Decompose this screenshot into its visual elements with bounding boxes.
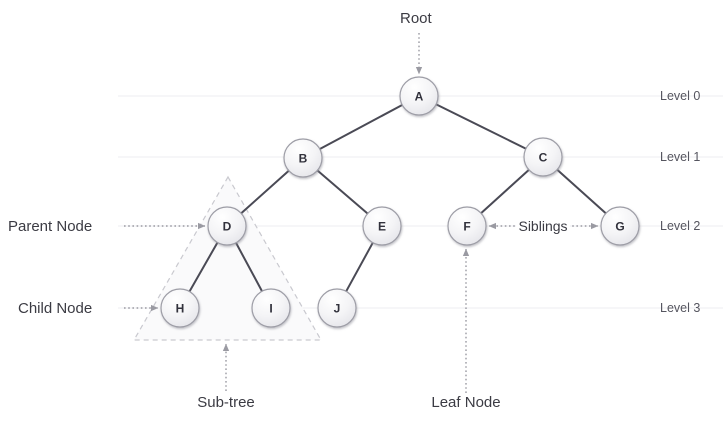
annotation-siblings: Siblings [518, 218, 567, 234]
tree-edge-D-I [234, 240, 264, 294]
annotation-parent-node: Parent Node [8, 218, 92, 235]
node-circle-I [251, 288, 291, 328]
tree-node-J[interactable]: J [317, 288, 357, 328]
node-circle-E [362, 206, 402, 246]
tree-nodes: A B C D E F G H I J [160, 76, 640, 328]
tree-edge-D-H [188, 240, 219, 294]
node-label-C: C [539, 151, 548, 165]
node-label-J: J [334, 302, 341, 316]
tree-edge-C-G [555, 168, 608, 215]
node-circle-H [160, 288, 200, 328]
level-label-0: Level 0 [660, 89, 700, 103]
level-label-1: Level 1 [660, 150, 700, 164]
tree-node-I[interactable]: I [251, 288, 291, 328]
node-label-F: F [463, 220, 470, 234]
node-label-E: E [378, 220, 386, 234]
tree-node-D[interactable]: D [207, 206, 247, 246]
node-label-D: D [223, 220, 232, 234]
siblings-label-backdrop [516, 220, 570, 236]
node-label-B: B [299, 152, 308, 166]
level-label-3: Level 3 [660, 301, 700, 315]
node-circle-A [399, 76, 439, 116]
node-label-H: H [176, 302, 185, 316]
node-label-G: G [615, 220, 624, 234]
tree-edge-A-C [434, 102, 528, 151]
node-label-I: I [269, 302, 272, 316]
tree-edges [188, 102, 608, 294]
node-circle-C [523, 137, 563, 177]
tree-node-A[interactable]: A [399, 76, 439, 116]
tree-node-E[interactable]: E [362, 206, 402, 246]
tree-edge-C-F [479, 168, 531, 215]
tree-edge-B-D [239, 169, 291, 215]
tree-node-F[interactable]: F [447, 206, 487, 246]
node-label-A: A [415, 90, 424, 104]
annotation-root: Root [400, 10, 433, 27]
annotation-sub-tree: Sub-tree [197, 394, 255, 411]
tree-edge-A-B [317, 103, 405, 151]
node-circle-D [207, 206, 247, 246]
tree-node-H[interactable]: H [160, 288, 200, 328]
node-circle-F [447, 206, 487, 246]
annotation-connectors [124, 33, 599, 393]
level-label-2: Level 2 [660, 219, 700, 233]
annotation-child-node: Child Node [18, 300, 92, 317]
node-circle-J [317, 288, 357, 328]
tree-edge-B-E [315, 168, 370, 216]
tree-edge-E-J [344, 240, 375, 294]
node-circle-B [283, 138, 323, 178]
node-circle-G [600, 206, 640, 246]
tree-node-C[interactable]: C [523, 137, 563, 177]
tree-node-B[interactable]: B [283, 138, 323, 178]
tree-node-G[interactable]: G [600, 206, 640, 246]
annotation-leaf-node: Leaf Node [431, 394, 500, 411]
